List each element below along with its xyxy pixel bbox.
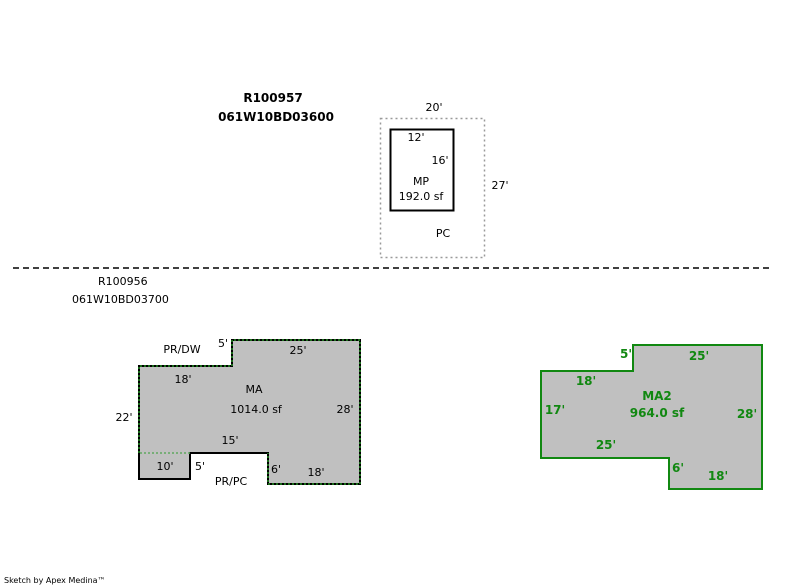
ma-dim-notch-side: 5' <box>195 460 205 473</box>
ma-outline-green <box>138 339 361 485</box>
pc-dim-top: 20' <box>425 101 442 114</box>
ma2-dim-inner-bottom: 25' <box>596 438 616 452</box>
lower-parcel-id: R100956 <box>98 275 148 288</box>
ma-dim-step: 6' <box>271 463 281 476</box>
ma2-label: MA2 <box>642 389 672 403</box>
ma2-dim-bottom: 18' <box>708 469 728 483</box>
ma2-dim-notch-top: 5' <box>620 347 632 361</box>
pc-area-outline <box>379 117 486 259</box>
ma2-dim-left: 17' <box>545 403 565 417</box>
ma-dim-right: 28' <box>336 403 353 416</box>
ma2-outline <box>540 344 763 490</box>
pc-label: PC <box>436 227 451 240</box>
ma2-dim-upper-left: 18' <box>576 374 596 388</box>
ma-dim-bottom: 18' <box>307 466 324 479</box>
ma2-dim-right: 28' <box>737 407 757 421</box>
upper-parcel-map-number: 061W10BD03600 <box>218 110 334 124</box>
mp-dim-right: 16' <box>431 154 448 167</box>
ma-dim-small-box: 10' <box>156 460 173 473</box>
ma2-area: 964.0 sf <box>630 406 685 420</box>
ma-dim-top: 25' <box>289 344 306 357</box>
footer-credit: Sketch by Apex Medina™ <box>4 576 106 585</box>
ma-dim-notch-top: 5' <box>218 337 228 350</box>
pr-pc-label: PR/PC <box>215 475 248 488</box>
pr-dw-label: PR/DW <box>163 343 200 356</box>
mp-dim-top: 12' <box>407 131 424 144</box>
mp-area: 192.0 sf <box>399 190 445 203</box>
lower-parcel-map-number: 061W10BD03700 <box>72 293 169 306</box>
ma-label: MA <box>245 383 262 396</box>
pc-dim-right: 27' <box>491 179 508 192</box>
mp-label: MP <box>413 175 429 188</box>
ma-dim-left: 22' <box>115 411 132 424</box>
upper-parcel-id: R100957 <box>243 91 302 105</box>
ma-area: 1014.0 sf <box>230 403 283 416</box>
mp-outline <box>389 128 455 212</box>
ma-dim-inner-bottom: 15' <box>221 434 238 447</box>
ma2-dim-top: 25' <box>689 349 709 363</box>
ma-dim-upper-left: 18' <box>174 373 191 386</box>
ma2-dim-step: 6' <box>672 461 684 475</box>
